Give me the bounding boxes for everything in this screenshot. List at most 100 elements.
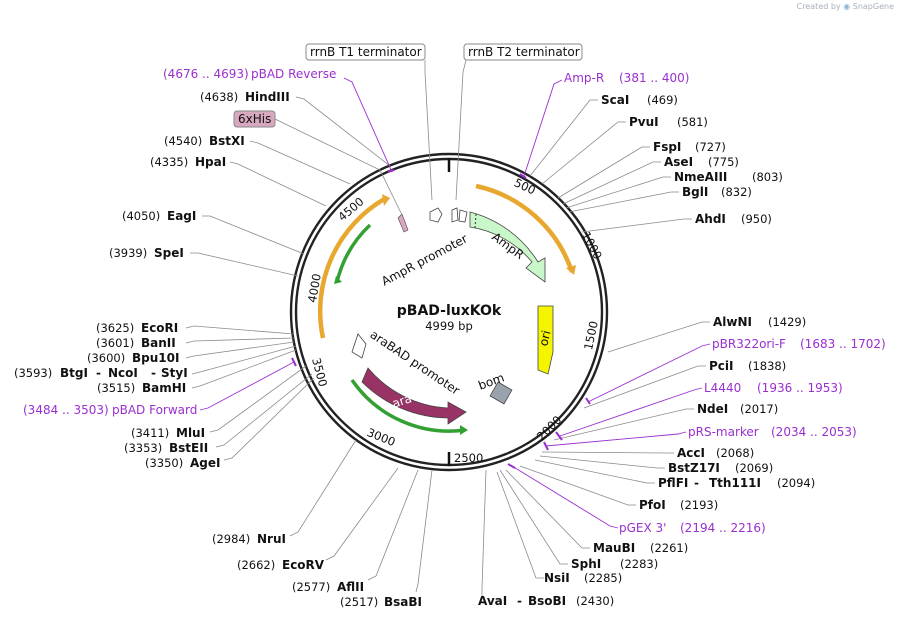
primer-mark-pbad-forward [291, 357, 297, 367]
site-name-BamHI: BamHI [142, 381, 186, 395]
primer-pos-pbr322ori-f: (1683 .. 1702) [800, 337, 886, 351]
site-pos-NmeAIII: (803) [752, 170, 783, 184]
leader-Bpu10I [185, 341, 295, 359]
backbone-outer [289, 152, 609, 472]
sites-right: ScaI (469) PvuI (581) FspI (727) AseI (7… [478, 93, 815, 608]
primer-name-l4440: L4440 [704, 381, 741, 395]
site-name-AvaI: AvaI [478, 594, 507, 608]
site-name-AseI: AseI [664, 155, 693, 169]
site-name-BstEII: BstEII [169, 441, 208, 455]
tick-1500: 1500 [581, 320, 601, 352]
rrnb-t2-box [463, 43, 583, 61]
site-pos-NsiI: (2285) [584, 571, 622, 585]
site-pos-PflFI: (2094) [777, 476, 815, 490]
primer-pos-l4440: (1936 .. 1953) [757, 381, 843, 395]
primer-name-pgex3: pGEX 3' [619, 521, 666, 535]
leader-ScaI [529, 99, 598, 177]
site-name-BtgI: BtgI [60, 366, 88, 380]
leader-EcoRI [185, 325, 295, 335]
site-name-PfoI: PfoI [639, 498, 666, 512]
leader-FspI [557, 146, 650, 199]
site-name-BstXI: BstXI [209, 134, 245, 148]
leader-rrnb-t1 [424, 60, 433, 201]
site-name-PciI: PciI [709, 359, 734, 373]
site-name-AccI: AccI [677, 446, 705, 460]
site-pos-AhdI: (950) [741, 212, 772, 226]
site-pos-BstEII: (3353) [124, 441, 162, 455]
rrnb-t1-glyph [451, 207, 459, 223]
tick-3500: 3500 [309, 356, 330, 388]
primer-name-pbad-forward: pBAD Forward [112, 403, 197, 417]
site-name-BanII: BanII [141, 336, 176, 350]
primer-pos-prs-marker: (2034 .. 2053) [771, 425, 857, 439]
primer-name-pbr322ori-f: pBR322ori-F [712, 337, 786, 351]
primer-mark-l4440 [555, 431, 563, 441]
green-arc-bottom-head [460, 425, 468, 435]
site-pos-EagI: (4050) [122, 209, 160, 223]
site-name-AlwNI: AlwNI [713, 315, 752, 329]
site-name-BstZ17I: BstZ17I [668, 461, 720, 475]
site-pos-MauBI: (2261) [650, 541, 688, 555]
leader-BstEII [215, 373, 313, 448]
green-arc-bottom [350, 379, 466, 433]
leader-PfoI [519, 465, 636, 506]
leader-rrnb-t2 [455, 59, 467, 201]
site-name-NdeI: NdeI [697, 402, 728, 416]
leader-SphI [499, 469, 568, 565]
leader-AgeI [223, 377, 315, 461]
leader-BsaBI [415, 469, 433, 593]
leader-NdeI [553, 408, 694, 441]
leader-BamHI [191, 349, 297, 389]
arac-arrow [361, 367, 467, 425]
leader-BanII [185, 337, 295, 344]
leader-amp-r [523, 79, 563, 177]
leader-pbr322ori-f [587, 343, 711, 403]
site-name-SpeI: SpeI [154, 246, 184, 260]
leader-PvuI [541, 121, 626, 185]
ampr-promoter-label: AmpR promoter [379, 231, 470, 288]
site-pos-EcoRV: (2662) [237, 558, 275, 572]
leader-BtgI [191, 345, 297, 375]
orange-arc-left [317, 196, 388, 339]
site-name-AflII: AflII [337, 580, 364, 594]
leader-AlwNI [607, 321, 710, 353]
ampr-promoter-arrow [429, 207, 443, 223]
leader-BglI [568, 191, 679, 213]
site-pos-ScaI: (469) [647, 93, 678, 107]
site-name-NruI: NruI [257, 532, 286, 546]
leader-HindIII [295, 96, 391, 167]
site-pos-AlwNI: (1429) [768, 315, 806, 329]
primers: (4676 .. 4693) pBAD Reverse Amp-R (381 .… [23, 67, 886, 535]
site-pos-AflII: (2577) [292, 580, 330, 594]
site-pos-HindIII: (4638) [200, 90, 238, 104]
orange-arc-right-head [566, 265, 576, 275]
site-name-HpaI: HpaI [195, 155, 226, 169]
site-name-EagI: EagI [167, 209, 196, 223]
primer-pos-pbad-reverse: (4676 .. 4693) [163, 67, 249, 81]
site-name2-BtgI: NcoI [108, 366, 138, 380]
created-by-text: Created by [796, 2, 841, 11]
ampr-arrow [469, 211, 546, 283]
site-pos-AgeI: (3350) [145, 456, 183, 470]
primer-mark-amp-r [519, 173, 527, 179]
site-name-MluI: MluI [176, 426, 205, 440]
primer-pos-pbad-forward: (3484 .. 3503) [23, 403, 109, 417]
site-pos-PfoI: (2193) [680, 498, 718, 512]
site-name-PflFI: PflFI [658, 476, 688, 490]
site-pos-PvuI: (581) [677, 115, 708, 129]
arabad-promoter-arrow [351, 333, 367, 359]
site-pos-AvaI: (2430) [576, 594, 614, 608]
leader-MauBI [505, 469, 590, 549]
primer-pos-pgex3: (2194 .. 2216) [680, 521, 766, 535]
green-arc-left [335, 223, 372, 283]
site-pos-SpeI: (3939) [109, 246, 147, 260]
site-pos-AseI: (775) [708, 155, 739, 169]
site-pos-BglI: (832) [721, 185, 752, 199]
primer-mark-pgex3 [507, 463, 516, 469]
site-name-SphI: SphI [571, 557, 601, 571]
leader-AccI [541, 451, 674, 454]
site-sep1-BtgI: - [96, 366, 101, 380]
orange-arc-left-head [382, 194, 390, 206]
site-name-PvuI: PvuI [629, 115, 659, 129]
brand-name: SnapGene [852, 2, 894, 11]
